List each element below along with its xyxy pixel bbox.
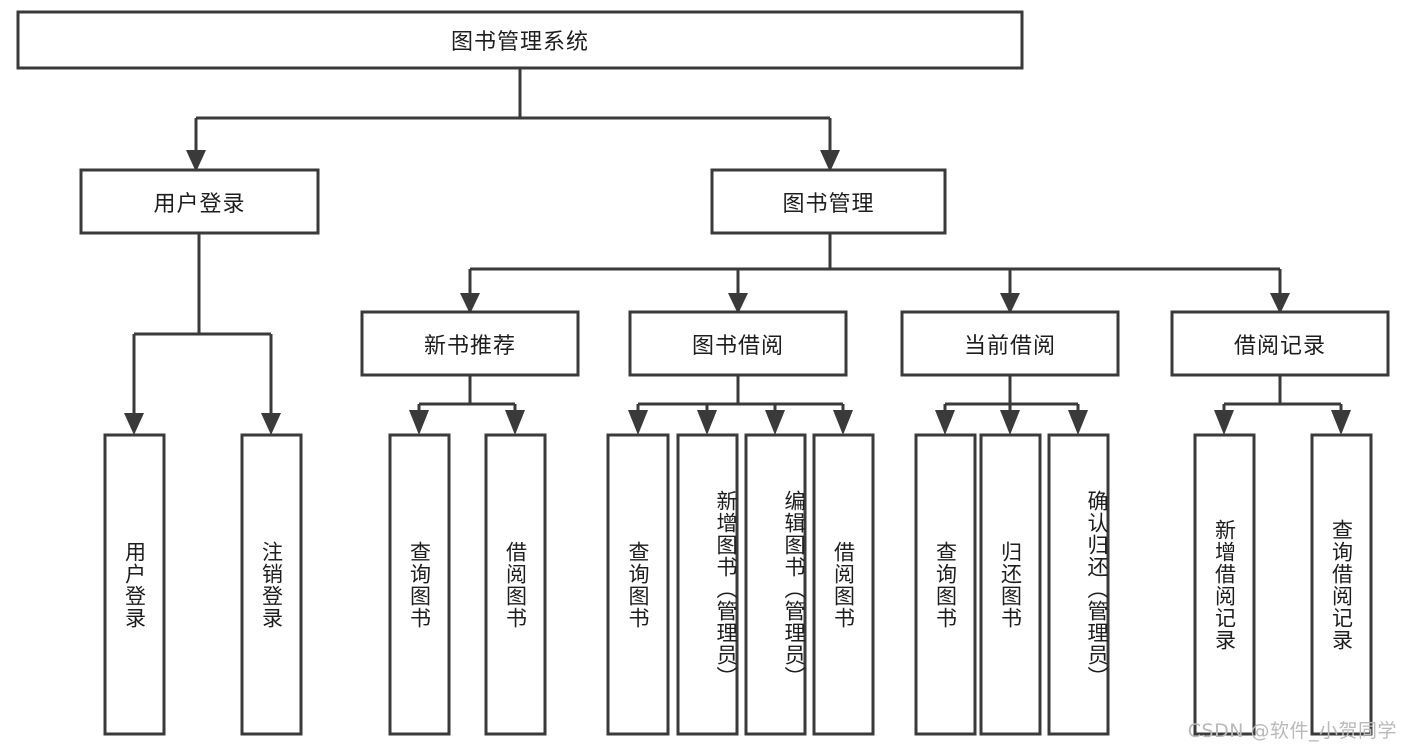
node-leaf-confirm-return-admin[interactable] [1047,433,1110,736]
arrowhead-newbook-leaf-2 [505,410,525,435]
arrowhead-borrow-book [728,293,748,314]
arrowhead-newbook-leaf-1 [409,410,429,435]
node-leaf-edit-book-admin[interactable] [744,433,807,736]
node-book-management[interactable] [710,168,947,235]
node-leaf-add-book-admin[interactable] [676,433,739,736]
arrowhead-record-leaf-1 [1214,410,1234,435]
node-leaf-query-book-borrow[interactable] [606,433,670,736]
arrowhead-borrow-leaf-4 [833,410,853,435]
node-leaf-borrow-book-new[interactable] [484,433,547,736]
node-current-borrow[interactable] [900,310,1120,377]
node-leaf-query-book-current[interactable] [914,433,977,736]
arrowhead-leaf-logout [261,413,281,435]
arrowhead-borrow-leaf-2 [697,410,717,435]
node-leaf-add-borrow-record[interactable] [1193,433,1256,736]
arrowhead-borrow-leaf-1 [628,410,648,435]
node-user-login[interactable] [79,168,320,235]
nodes-group [16,10,1390,736]
node-new-book-recommend[interactable] [360,310,580,377]
arrowhead-user-login [186,150,206,172]
arrowhead-leaf-user-login [124,413,144,435]
arrowhead-borrow-record [1270,293,1290,314]
node-leaf-query-book-new[interactable] [388,433,451,736]
node-book-borrow[interactable] [628,310,848,377]
node-leaf-user-login[interactable] [103,433,166,736]
arrowhead-record-leaf-2 [1331,410,1351,435]
edges-group [124,68,1351,435]
node-leaf-logout[interactable] [240,433,303,736]
node-root[interactable] [16,10,1024,70]
arrowhead-new-book [460,293,480,314]
node-borrow-record[interactable] [1170,310,1390,377]
arrowhead-book-manage [820,150,840,172]
arrowhead-borrow-leaf-3 [765,410,785,435]
arrowhead-current-leaf-2 [1000,410,1020,435]
node-leaf-return-book[interactable] [979,433,1042,736]
node-leaf-borrow-book[interactable] [812,433,875,736]
arrowhead-current-borrow [1000,293,1020,314]
arrowhead-current-leaf-1 [935,410,955,435]
arrowhead-current-leaf-3 [1068,410,1088,435]
node-leaf-query-borrow-record[interactable] [1310,433,1373,736]
